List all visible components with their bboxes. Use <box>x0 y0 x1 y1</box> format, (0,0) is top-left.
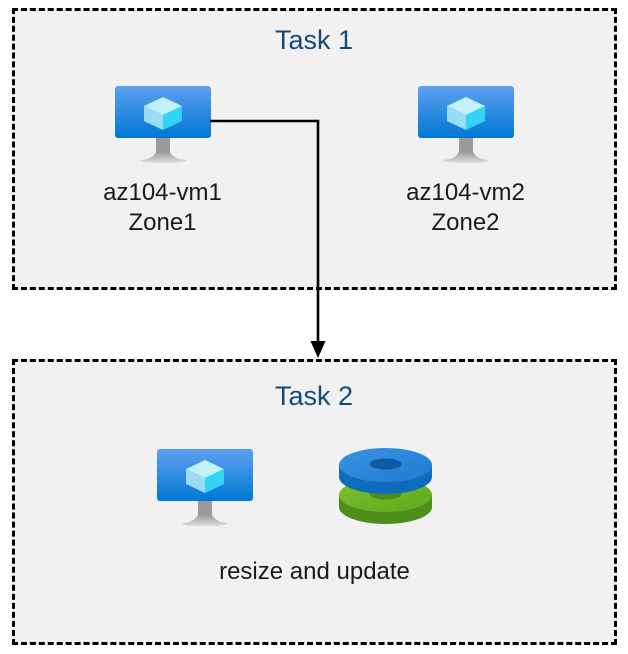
vm1-name-label: az104-vm1 <box>103 179 222 206</box>
task-2-caption-wrapper: resize and update <box>12 557 617 587</box>
azure-virtual-machine-icon <box>114 86 211 163</box>
vm2-name-label: az104-vm2 <box>406 179 525 206</box>
node-task2-vm[interactable] <box>150 443 260 529</box>
node-az104-vm1[interactable]: az104-vm1 Zone1 <box>45 80 280 238</box>
task-1-title: Task 1 <box>274 25 354 55</box>
task-2-caption: resize and update <box>219 558 410 585</box>
node-az104-vm2[interactable]: az104-vm2 Zone2 <box>348 80 583 238</box>
azure-managed-disks-icon <box>339 448 432 524</box>
task-2-title: Task 2 <box>274 381 354 411</box>
azure-virtual-machine-icon <box>157 449 253 526</box>
arrowhead-icon <box>310 341 326 358</box>
node-managed-disks[interactable] <box>333 443 438 529</box>
task-2-container <box>12 359 617 645</box>
vm2-zone-label: Zone2 <box>431 209 500 236</box>
vm1-zone-label: Zone1 <box>128 209 197 236</box>
azure-virtual-machine-icon <box>417 86 514 163</box>
